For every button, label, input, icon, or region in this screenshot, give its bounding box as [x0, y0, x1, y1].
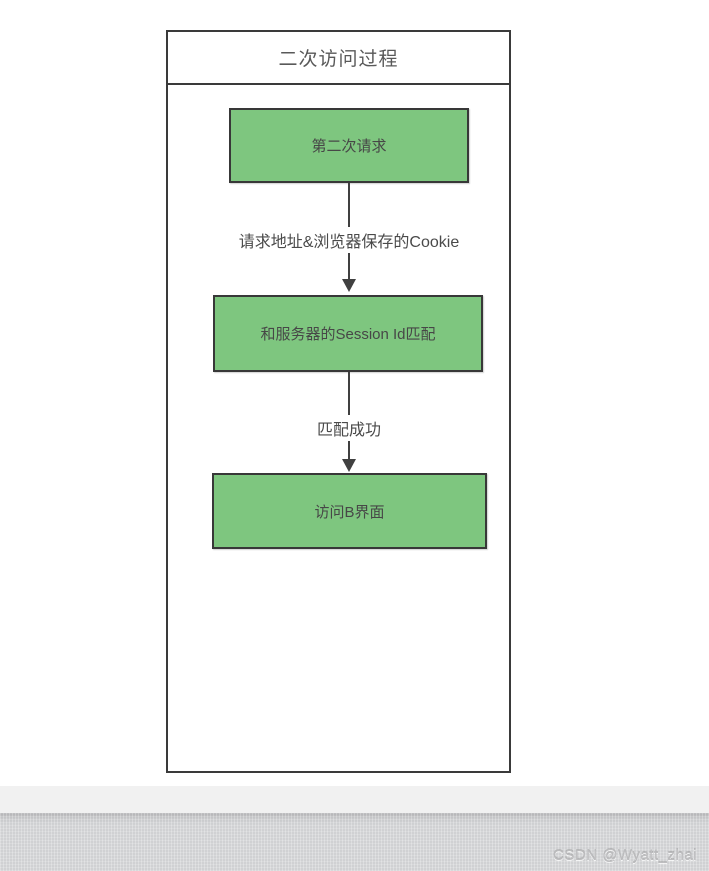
flow-node-visit-b: 访问B界面: [212, 473, 487, 549]
footer-strip-light: [0, 786, 709, 813]
flow-node-session-match: 和服务器的Session Id匹配: [213, 295, 483, 372]
flow-node-second-request: 第二次请求: [229, 108, 469, 183]
footer-strip-dark: CSDN @Wyatt_zhai: [0, 813, 709, 871]
arrowhead-icon: [342, 459, 356, 472]
flow-title: 二次访问过程: [168, 32, 509, 85]
edge-label-cookie: 请求地址&浏览器保存的Cookie: [235, 227, 463, 253]
edge-label-match-success: 匹配成功: [313, 415, 385, 441]
csdn-watermark: CSDN @Wyatt_zhai: [553, 847, 697, 864]
arrowhead-icon: [342, 279, 356, 292]
